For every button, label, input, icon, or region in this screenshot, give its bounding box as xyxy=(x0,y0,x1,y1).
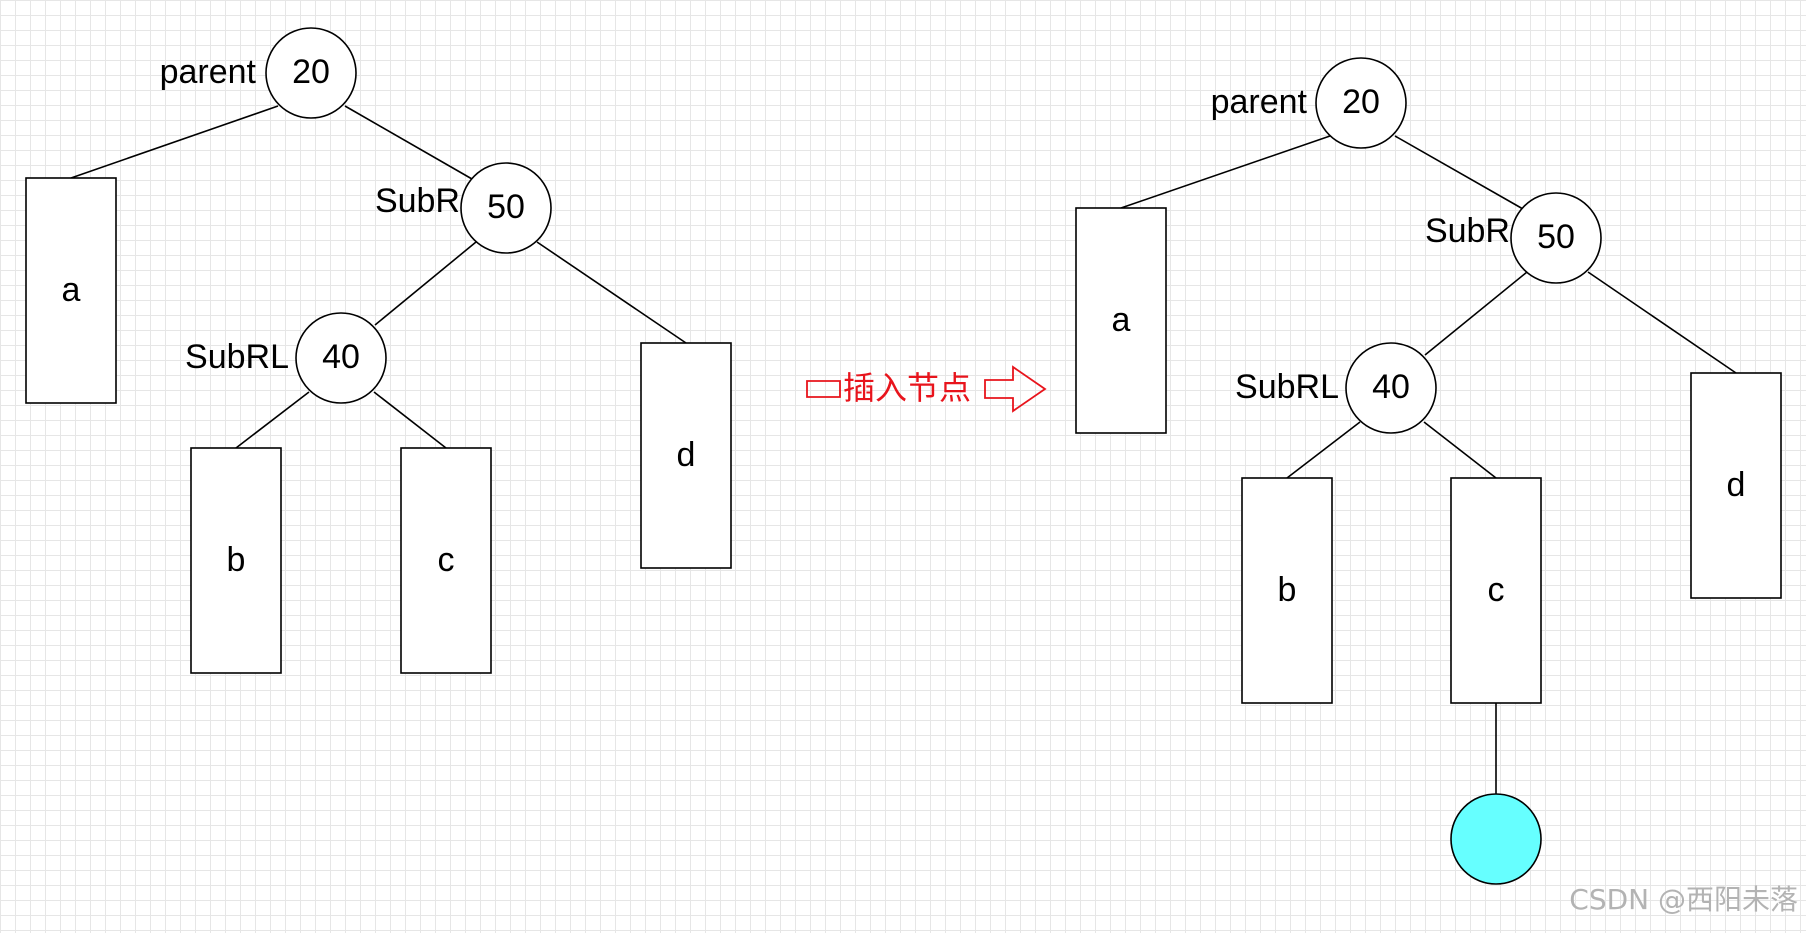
subtree-label: a xyxy=(1112,301,1131,339)
subtree-label: d xyxy=(677,436,696,474)
after-subrl-node: 40 SubRL xyxy=(1235,342,1437,434)
node-value: 50 xyxy=(487,188,525,226)
after-subtree-c: c xyxy=(1450,477,1542,704)
before-subtree-c: c xyxy=(400,447,492,674)
transition: 插入节点 xyxy=(806,365,1047,413)
edge-root-a xyxy=(1120,135,1331,209)
transition-label: 插入节点 xyxy=(843,369,971,407)
edge-subr-d xyxy=(1587,271,1737,374)
after-subtree-b: b xyxy=(1241,477,1333,704)
after-root-node: 20 parent xyxy=(1211,57,1407,149)
subtree-label: b xyxy=(1278,571,1297,609)
node-value: 40 xyxy=(322,338,360,376)
subtree-label: c xyxy=(1488,571,1505,609)
arrow-head-icon xyxy=(984,365,1047,413)
arrow-tail-icon xyxy=(806,380,841,398)
node-value: 20 xyxy=(1342,83,1380,121)
node-value: 40 xyxy=(1372,368,1410,406)
after-tree xyxy=(1120,135,1737,794)
edge-subr-subrl xyxy=(374,241,477,326)
before-subtree-d: d xyxy=(640,342,732,569)
edge-root-subr xyxy=(344,105,473,180)
node-label: SubRL xyxy=(1235,368,1339,406)
subtree-label: b xyxy=(227,541,246,579)
after-subtree-a: a xyxy=(1075,207,1167,434)
before-subtree-a: a xyxy=(25,177,117,404)
edge-root-subr xyxy=(1394,135,1524,210)
after-subr-node: 50 SubR xyxy=(1425,192,1602,284)
edge-subrl-c xyxy=(1423,421,1497,479)
node-value: 20 xyxy=(292,53,330,91)
subtree-label: d xyxy=(1727,466,1746,504)
subtree-label: a xyxy=(62,271,81,309)
node-value: 50 xyxy=(1537,218,1575,256)
after-subtree-d: d xyxy=(1690,372,1782,599)
before-subr-node: 50 SubR xyxy=(375,162,552,254)
edge-subrl-c xyxy=(373,391,447,449)
node-label: parent xyxy=(1211,83,1308,121)
node-label: SubR xyxy=(1425,212,1510,250)
edge-root-a xyxy=(70,105,279,179)
before-subtree-b: b xyxy=(190,447,282,674)
node-label: SubRL xyxy=(185,338,289,376)
edge-subrl-b xyxy=(1286,421,1361,479)
subtree-label: c xyxy=(438,541,455,579)
before-tree xyxy=(70,105,687,449)
edge-subr-d xyxy=(536,241,687,344)
before-subrl-node: 40 SubRL xyxy=(185,312,387,404)
edge-subr-subrl xyxy=(1424,271,1528,356)
before-root-node: 20 parent xyxy=(160,27,357,119)
node-label: parent xyxy=(160,53,257,91)
watermark: CSDN @西阳未落 xyxy=(1569,883,1798,916)
after-inserted-node xyxy=(1450,793,1542,885)
edge-subrl-b xyxy=(235,391,310,449)
node-label: SubR xyxy=(375,182,460,220)
